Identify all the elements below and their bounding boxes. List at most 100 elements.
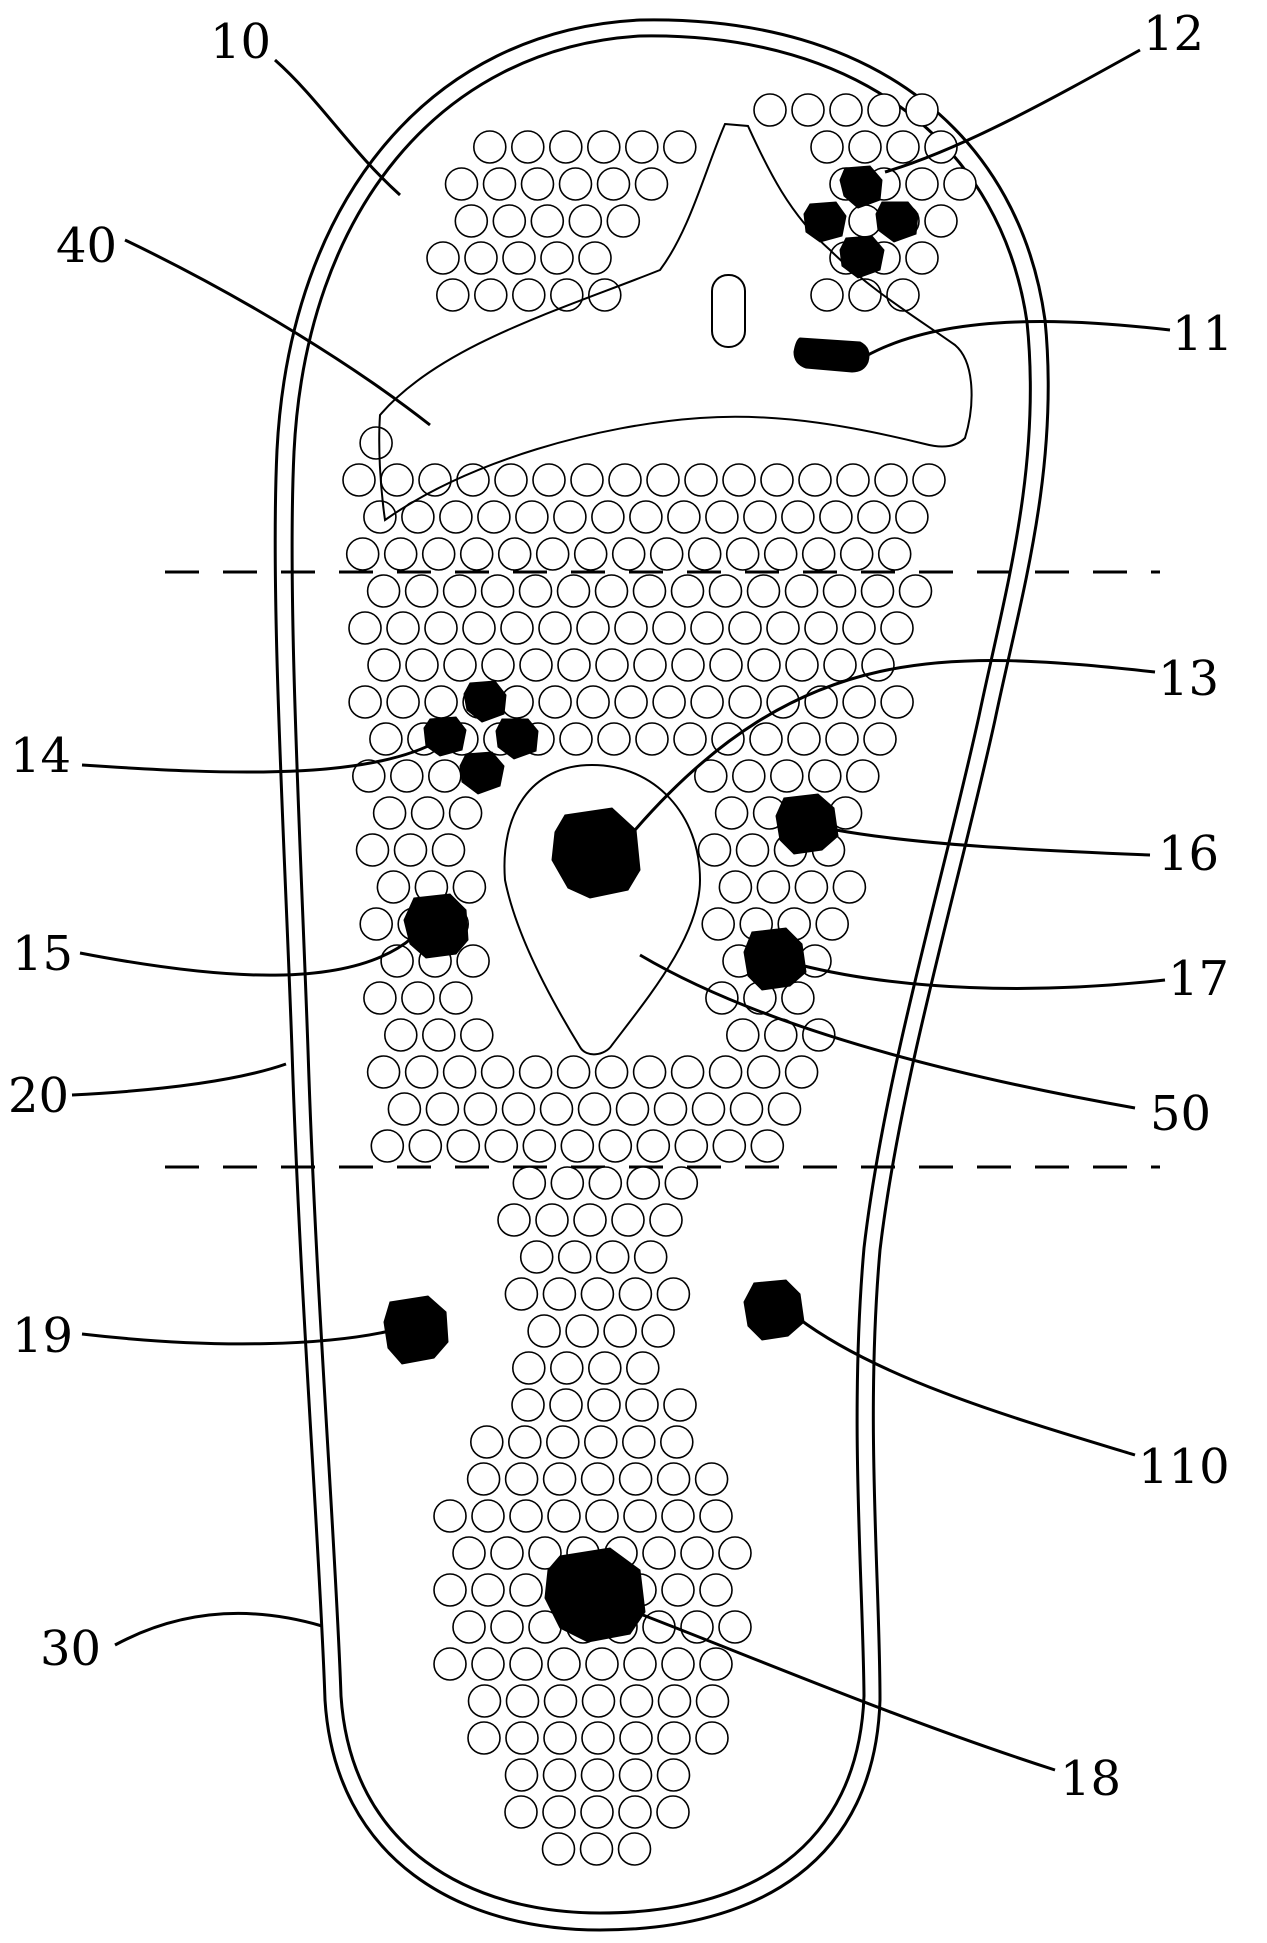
- massage-dot: [663, 1388, 697, 1422]
- massage-dot: [504, 1795, 538, 1829]
- massage-dot: [943, 167, 977, 201]
- massage-dot: [363, 981, 397, 1015]
- massage-dot: [798, 463, 832, 497]
- massage-dot: [393, 833, 428, 867]
- massage-dot: [635, 722, 669, 756]
- massage-dot: [766, 611, 800, 645]
- massage-dot: [383, 537, 418, 571]
- massage-dot: [404, 1055, 439, 1089]
- massage-dot: [421, 1018, 456, 1052]
- massage-dot: [401, 981, 435, 1015]
- massage-dot: [691, 1092, 726, 1126]
- massage-dot: [781, 500, 815, 534]
- massage-dot: [625, 1351, 660, 1385]
- massage-dot: [652, 685, 686, 719]
- massage-dot: [581, 1721, 615, 1755]
- massage-dot: [557, 1240, 592, 1274]
- massage-dot: [697, 833, 732, 867]
- forefoot-plate: [378, 122, 973, 522]
- massage-dot: [671, 648, 705, 682]
- massage-dot: [452, 870, 487, 904]
- massage-dot: [389, 759, 424, 793]
- massage-dot: [504, 1277, 539, 1311]
- label-12: 12: [1143, 6, 1204, 62]
- massage-dot: [454, 204, 489, 238]
- massage-dot: [431, 833, 466, 867]
- massage-dot: [583, 1425, 618, 1459]
- massage-dot: [822, 574, 857, 608]
- massage-dot: [587, 278, 622, 312]
- massage-dot: [801, 1018, 836, 1052]
- acupoint-14c: [495, 718, 539, 760]
- massage-dot: [769, 759, 804, 793]
- massage-dot: [542, 1462, 577, 1496]
- leader-19: [81, 1328, 395, 1346]
- massage-dot: [810, 278, 844, 312]
- massage-dot: [410, 796, 445, 830]
- massage-dot: [459, 537, 494, 571]
- massage-dot: [421, 537, 456, 571]
- massage-dot: [725, 1018, 760, 1052]
- massage-dot: [614, 611, 648, 645]
- massage-dot: [848, 130, 882, 164]
- massage-dot: [532, 463, 566, 497]
- massage-dot: [729, 1092, 764, 1126]
- plate-slot: [711, 274, 746, 348]
- massage-dot: [512, 1166, 547, 1200]
- massage-dot: [585, 1647, 619, 1681]
- massage-dot: [386, 685, 420, 719]
- massage-dot: [433, 1499, 467, 1533]
- massage-dot: [784, 574, 819, 608]
- massage-dot: [505, 1684, 540, 1718]
- massage-dot: [576, 685, 610, 719]
- acupoint-17: [743, 927, 807, 991]
- massage-dot: [535, 537, 570, 571]
- massage-dot: [714, 796, 749, 830]
- massage-dot: [559, 722, 593, 756]
- massage-dot: [518, 574, 553, 608]
- massage-dot: [763, 537, 798, 571]
- massage-dot: [505, 1721, 539, 1755]
- massage-dot: [659, 1425, 694, 1459]
- massage-dot: [611, 537, 646, 571]
- massage-dot: [624, 130, 659, 164]
- massage-dot: [781, 981, 815, 1015]
- massage-dot: [661, 1647, 695, 1681]
- massage-dot: [401, 500, 435, 534]
- massage-dot: [815, 907, 850, 941]
- massage-dot: [542, 1758, 577, 1792]
- massage-dot: [452, 1536, 486, 1570]
- massage-dot: [494, 463, 528, 497]
- massage-dot: [898, 574, 933, 608]
- massage-dot: [756, 870, 791, 904]
- label-11: 11: [1172, 306, 1233, 362]
- acupoint-bumps: [383, 165, 919, 1643]
- massage-dot: [594, 574, 629, 608]
- massage-dot: [785, 648, 819, 682]
- massage-dot: [509, 1499, 543, 1533]
- massage-dot: [629, 500, 663, 534]
- massage-dot: [501, 1092, 536, 1126]
- massage-dot: [860, 574, 895, 608]
- massage-dot: [699, 1573, 733, 1607]
- acupoint-14b: [423, 716, 467, 757]
- label-30: 30: [40, 1621, 101, 1677]
- massage-dot: [633, 648, 667, 682]
- massage-dot: [728, 685, 762, 719]
- massage-dot: [500, 611, 534, 645]
- leader-110: [797, 1316, 1136, 1457]
- massage-dot: [646, 463, 680, 497]
- label-50: 50: [1150, 1086, 1211, 1142]
- massage-dot: [656, 1758, 691, 1792]
- leader-14: [81, 738, 441, 774]
- massage-dot: [580, 1277, 615, 1311]
- massage-dot: [664, 1166, 699, 1200]
- leader-20: [71, 1062, 287, 1097]
- massage-dot: [652, 611, 686, 645]
- massage-dot: [543, 1721, 577, 1755]
- massage-dot: [767, 1092, 802, 1126]
- massage-dot: [383, 1018, 418, 1052]
- massage-dot: [535, 1203, 569, 1237]
- massage-dot: [670, 574, 705, 608]
- massage-dot: [746, 574, 781, 608]
